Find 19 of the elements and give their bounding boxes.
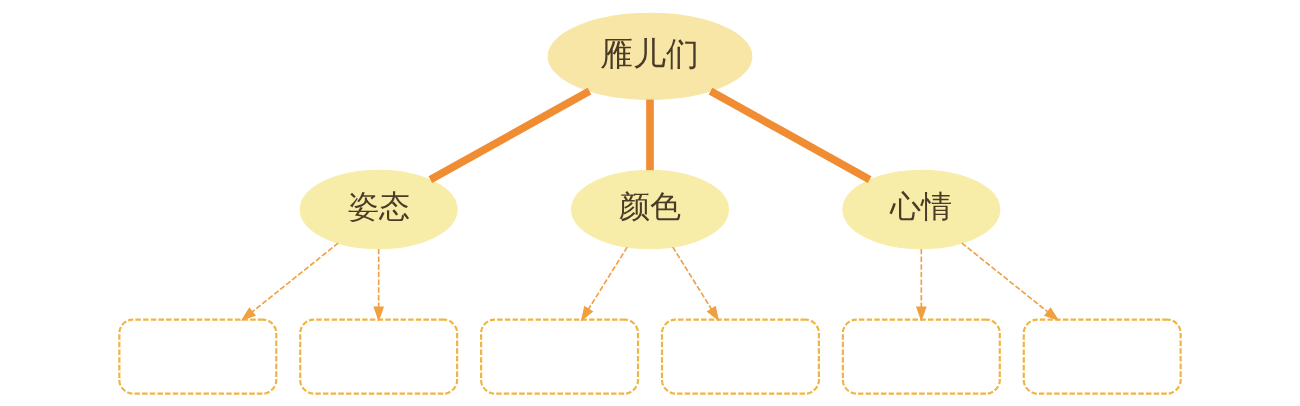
connector bbox=[708, 87, 872, 183]
node-ellipse: 姿态 bbox=[299, 169, 458, 249]
connector bbox=[428, 87, 592, 183]
node-ellipse: 颜色 bbox=[571, 169, 729, 249]
node-box bbox=[118, 317, 278, 395]
arrow bbox=[961, 241, 1060, 321]
node-box bbox=[1022, 317, 1182, 395]
node-box bbox=[299, 317, 459, 395]
node-ellipse: 雁儿们 bbox=[547, 12, 753, 100]
node-ellipse: 心情 bbox=[842, 169, 1001, 249]
arrow bbox=[580, 245, 628, 322]
node-box bbox=[480, 317, 640, 395]
arrow bbox=[672, 245, 720, 322]
node-box bbox=[660, 317, 820, 395]
arrow bbox=[373, 247, 385, 322]
node-box bbox=[841, 317, 1001, 395]
connector bbox=[646, 99, 654, 170]
arrow bbox=[915, 247, 927, 322]
arrow bbox=[240, 241, 339, 321]
